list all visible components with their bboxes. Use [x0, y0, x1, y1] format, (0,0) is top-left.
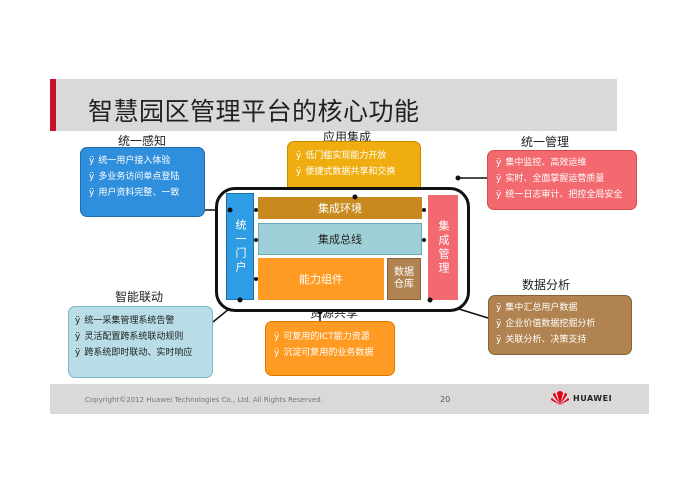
bullet-icon: ÿ: [496, 190, 502, 200]
integration-environment-block: 集成环境: [258, 197, 422, 219]
page-title: 智慧园区管理平台的核心功能: [88, 97, 420, 126]
bullet-icon: ÿ: [75, 332, 81, 342]
dot: [352, 194, 358, 200]
bullet-icon: ÿ: [496, 303, 502, 313]
bullet-icon: ÿ: [89, 156, 95, 166]
bullet-icon: ÿ: [496, 158, 502, 168]
dot: [254, 238, 258, 242]
integration-bus-block: 集成总线: [258, 223, 422, 255]
footer-band: [50, 384, 649, 414]
dot: [317, 309, 323, 315]
title-accent-bar: [50, 79, 56, 131]
dot: [254, 277, 258, 281]
footer-copyright: Copyright©2012 Huawei Technologies Co., …: [85, 396, 323, 404]
page-number: 20: [440, 395, 451, 404]
bullet-icon: ÿ: [496, 174, 502, 184]
data-warehouse-block: 数据仓库: [387, 258, 421, 300]
bullet-icon: ÿ: [89, 172, 95, 182]
dot: [227, 207, 233, 213]
dot: [237, 297, 243, 303]
label-unified-management: 统一管理: [521, 135, 570, 149]
bullet-icon: ÿ: [496, 319, 502, 329]
unified-portal-block: 统一门户: [226, 193, 254, 300]
dot: [427, 297, 433, 303]
bullet-icon: ÿ: [75, 316, 81, 326]
title-band: [50, 79, 617, 131]
label-smart-linkage: 智能联动: [115, 290, 164, 304]
dot: [422, 238, 426, 242]
bullet-icon: ÿ: [274, 348, 280, 358]
dot: [422, 208, 426, 212]
bullet-icon: ÿ: [296, 167, 302, 177]
label-data-analysis: 数据分析: [522, 278, 571, 292]
bullet-icon: ÿ: [496, 335, 502, 345]
integration-management-block: 集成管理: [428, 195, 458, 300]
huawei-logo: HUAWEI: [550, 390, 612, 406]
dot: [455, 175, 461, 181]
bullet-icon: ÿ: [75, 348, 81, 358]
bullet-icon: ÿ: [274, 332, 280, 342]
label-app-integration: 应用集成: [323, 130, 372, 144]
dot: [254, 208, 258, 212]
bullet-icon: ÿ: [89, 188, 95, 198]
bullet-icon: ÿ: [296, 151, 302, 161]
huawei-flower-icon: [551, 391, 569, 405]
label-unified-perception: 统一感知: [118, 134, 167, 148]
logo-text: HUAWEI: [573, 393, 613, 403]
ability-components-block: 能力组件: [258, 258, 384, 300]
